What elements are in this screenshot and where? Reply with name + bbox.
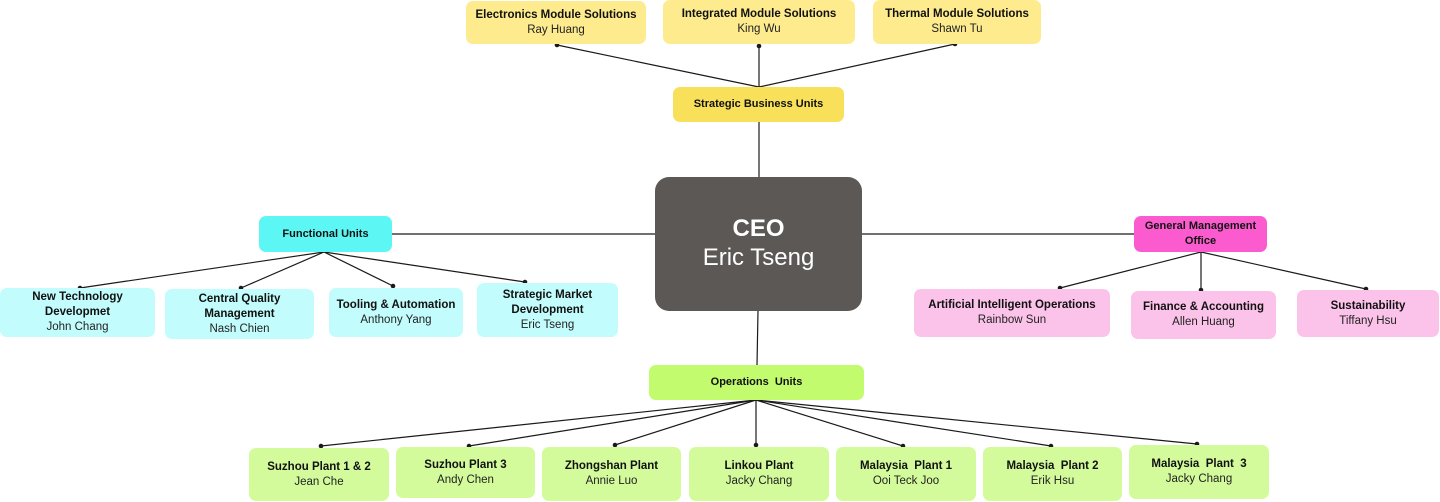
connector-dot [390,283,396,289]
unit-head: Jacky Chang [1165,473,1233,485]
unit-title: Malaysia Plant 2 [1006,460,1099,472]
unit-head: King Wu [737,23,781,35]
functional-child-line [240,251,325,289]
unit-title: Sustainability [1330,299,1406,312]
unit-title: New Technology Developmet [32,291,123,318]
ceo-node[interactable]: CEO Eric Tseng [655,177,862,311]
unit-head: Ray Huang [527,23,585,36]
unit-head: Ooi Teck Joo [872,475,940,487]
unit-head: Rainbow Sun [977,314,1047,326]
unit-head: Andy Chen [437,473,494,486]
general-child-line [1059,251,1202,289]
functional-label: Functional Units [282,227,369,240]
unit-title: Finance & Accounting [1143,301,1264,313]
unit-title: Malaysia Plant 3 [1151,458,1247,470]
unit-title: Tooling & Automation [336,298,456,311]
strategic-label: Strategic Business Units [693,98,824,110]
functional-child-line [79,251,325,289]
connector-dot [756,43,762,49]
unit-head: Erik Hsu [1030,475,1075,487]
operations-child-6[interactable]: Malaysia Plant 3 Jacky Chang [1129,445,1269,499]
operations-label: Operations Units [710,376,803,388]
unit-title: Zhongshan Plant [564,460,659,472]
functional-units-node[interactable]: Functional Units [259,216,392,252]
operations-child-line [755,399,1052,447]
unit-title: Thermal Module Solutions [885,8,1029,20]
connector-dot [612,442,618,448]
general-child-1[interactable]: Finance & Accounting Allen Huang [1131,291,1276,339]
unit-head: Eric Tseng [520,318,575,331]
functional-child-0[interactable]: New Technology Developmet John Chang [0,288,155,337]
unit-head: Jacky Chang [725,475,793,487]
connector-dot [753,442,759,448]
unit-title: Suzhou Plant 1 & 2 [267,460,371,473]
unit-head: Tiffany Hsu [1339,314,1397,327]
unit-title: Malaysia Plant 1 [859,460,953,472]
functional-child-line [323,251,394,287]
unit-title: Artificial Intelligent Operations [928,299,1096,311]
functional-child-line [323,251,526,283]
functional-child-2[interactable]: Tooling & Automation Anthony Yang [329,288,463,337]
unit-title: Integrated Module Solutions [681,8,837,20]
operations-child-3[interactable]: Linkou Plant Jacky Chang [689,447,829,501]
connector-dot [318,443,324,449]
unit-title: Linkou Plant [724,460,794,472]
operations-units-node[interactable]: Operations Units [649,365,864,400]
unit-head: Anthony Yang [360,313,432,326]
unit-head: John Chang [46,321,109,333]
general-child-2[interactable]: Sustainability Tiffany Hsu [1297,290,1439,337]
operations-child-0[interactable]: Suzhou Plant 1 & 2 Jean Che [249,448,389,501]
general-label: General Management Office [1144,220,1257,247]
operations-child-1[interactable]: Suzhou Plant 3 Andy Chen [396,447,535,498]
unit-head: Jean Che [294,475,344,488]
strategic-business-units-node[interactable]: Strategic Business Units [673,87,844,122]
operations-child-line [755,399,1198,445]
strategic-child-line [556,44,760,88]
strategic-child-2[interactable]: Thermal Module Solutions Shawn Tu [873,0,1041,44]
general-child-0[interactable]: Artificial Intelligent Operations Rainbo… [914,289,1110,337]
operations-child-line [468,399,757,447]
strategic-child-line [758,43,956,88]
ceo-title: CEO [732,215,785,242]
operations-child-line [755,399,904,447]
functional-child-3[interactable]: Strategic Market Development Eric Tseng [477,283,618,337]
unit-title: Suzhou Plant 3 [424,458,507,471]
unit-title: Electronics Module Solutions [475,8,637,21]
operations-child-line [320,399,757,447]
strategic-child-1[interactable]: Integrated Module Solutions King Wu [663,0,855,44]
ceo-name: Eric Tseng [702,244,815,271]
ceo-to-operations-line [756,310,759,366]
general-management-office-node[interactable]: General Management Office [1134,216,1267,252]
unit-head: Shawn Tu [931,23,983,35]
strategic-child-0[interactable]: Electronics Module Solutions Ray Huang [466,1,646,44]
unit-head: Allen Huang [1172,316,1235,328]
unit-head: Annie Luo [585,475,638,487]
unit-title: Central Quality Management [198,292,281,320]
general-child-line [1200,251,1367,290]
operations-child-5[interactable]: Malaysia Plant 2 Erik Hsu [983,447,1122,501]
operations-child-2[interactable]: Zhongshan Plant Annie Luo [542,447,681,501]
functional-child-1[interactable]: Central Quality Management Nash Chien [165,289,314,339]
operations-child-line [614,399,757,446]
unit-head: Nash Chien [209,322,270,335]
operations-child-4[interactable]: Malaysia Plant 1 Ooi Teck Joo [836,447,976,501]
unit-title: Strategic Market Development [502,288,593,316]
